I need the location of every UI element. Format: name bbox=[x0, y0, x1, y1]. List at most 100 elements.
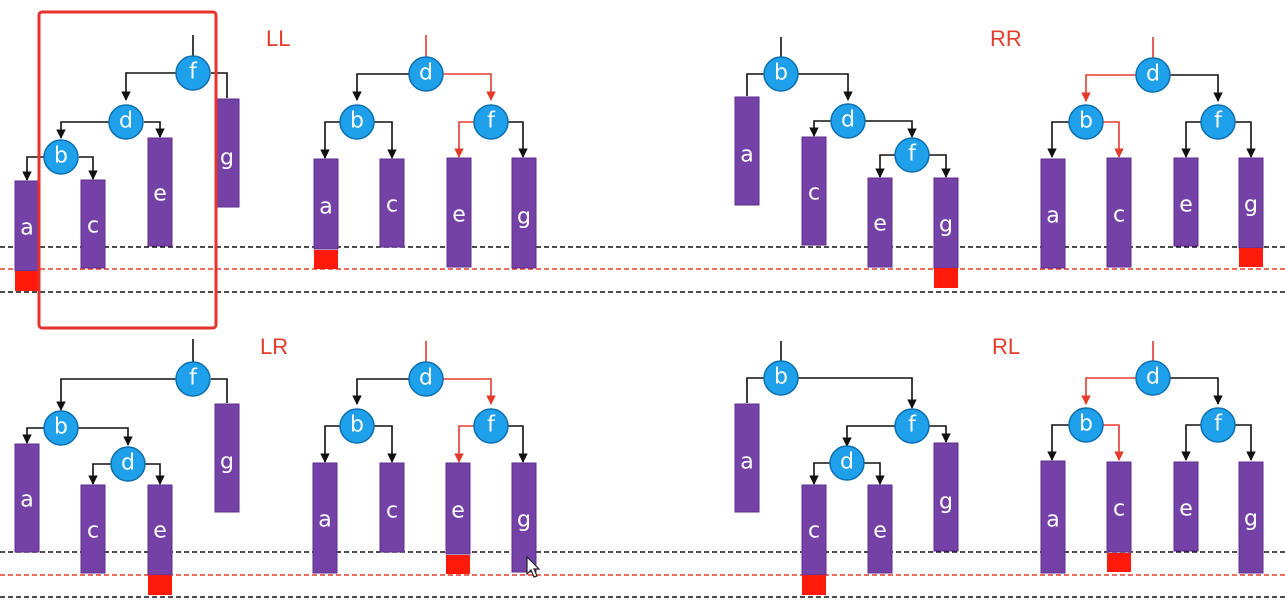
subtree-a-label: a bbox=[740, 450, 753, 475]
subtree-c-label: c bbox=[808, 519, 820, 544]
node-b-label: b bbox=[350, 413, 364, 438]
tree-edge bbox=[374, 121, 397, 159]
tree-edge bbox=[144, 121, 165, 138]
subtree-g-label: g bbox=[939, 213, 953, 238]
node-f bbox=[894, 137, 930, 173]
subtree-c-label: c bbox=[386, 499, 398, 524]
node-d-label: d bbox=[841, 108, 855, 133]
height-marker bbox=[1239, 248, 1263, 267]
subtree-e bbox=[1173, 157, 1199, 247]
node-f-label: f bbox=[908, 142, 917, 167]
rotated-edge bbox=[443, 378, 496, 405]
rl-before-tree: a c e g b f d bbox=[734, 341, 959, 595]
node-b bbox=[339, 104, 375, 140]
subtree-g-label: g bbox=[1244, 507, 1258, 532]
ll-before-tree: a c e g f d b bbox=[14, 35, 240, 291]
subtree-g bbox=[511, 157, 537, 269]
subtree-a-label: a bbox=[319, 195, 332, 220]
subtree-c-label: c bbox=[87, 519, 99, 544]
height-marker bbox=[1107, 553, 1131, 572]
subtree-e bbox=[1173, 461, 1199, 552]
subtree-e-label: e bbox=[873, 519, 887, 544]
node-b-label: b bbox=[54, 144, 68, 169]
subtree-a bbox=[1040, 460, 1066, 574]
height-marker bbox=[934, 268, 958, 288]
subtree-c bbox=[1106, 157, 1132, 268]
tree-edge bbox=[352, 73, 409, 101]
node-b-label: b bbox=[774, 365, 788, 390]
node-d-label: d bbox=[1146, 62, 1160, 87]
subtree-c-label: c bbox=[386, 193, 398, 218]
subtree-e bbox=[445, 462, 471, 555]
tree-edge bbox=[211, 378, 228, 403]
tree-edge bbox=[809, 120, 831, 137]
subtree-a bbox=[14, 443, 40, 553]
tree-edge bbox=[1170, 377, 1223, 405]
node-b-label: b bbox=[350, 109, 364, 134]
subtree-c bbox=[379, 158, 405, 248]
subtree-c-label: c bbox=[808, 181, 820, 206]
node-b bbox=[763, 360, 799, 396]
subtree-a-label: a bbox=[318, 508, 331, 533]
node-f bbox=[175, 55, 211, 91]
tree-edge bbox=[508, 121, 528, 158]
subtree-c bbox=[80, 179, 106, 269]
subtree-g-label: g bbox=[939, 490, 953, 515]
rr-after-tree: a c e g d b f bbox=[1040, 37, 1264, 269]
subtree-g bbox=[214, 403, 240, 513]
subtree-c bbox=[379, 462, 405, 553]
subtree-e-label: e bbox=[153, 519, 167, 544]
node-b-label: b bbox=[54, 415, 68, 440]
subtree-c bbox=[801, 136, 827, 246]
tree-edge bbox=[929, 154, 951, 178]
node-f-label: f bbox=[189, 366, 198, 391]
height-marker bbox=[148, 575, 172, 595]
case-label-rr: RR bbox=[990, 26, 1022, 51]
node-b-label: b bbox=[1079, 109, 1093, 134]
tree-edge bbox=[1235, 424, 1256, 461]
subtree-g-label: g bbox=[220, 450, 234, 475]
node-f-label: f bbox=[908, 413, 917, 438]
subtree-e-label: e bbox=[1179, 193, 1193, 218]
subtree-a bbox=[734, 403, 760, 513]
subtree-g bbox=[1238, 461, 1264, 574]
subtree-c bbox=[1106, 461, 1132, 553]
subtree-e bbox=[147, 137, 173, 247]
subtree-a bbox=[313, 158, 339, 250]
node-d-label: d bbox=[419, 366, 433, 391]
tree-edge bbox=[352, 378, 409, 405]
node-b-label: b bbox=[774, 61, 788, 86]
tree-edge bbox=[1170, 74, 1223, 102]
lr-before-tree: a c e g f b d bbox=[14, 339, 240, 595]
node-b bbox=[43, 139, 79, 175]
rotated-edge bbox=[443, 73, 496, 101]
subtree-c-label: c bbox=[87, 214, 99, 239]
subtree-g bbox=[214, 98, 240, 208]
node-f bbox=[473, 104, 509, 140]
tree-edge bbox=[865, 120, 917, 138]
subtree-c bbox=[801, 484, 827, 576]
mouse-pointer-icon bbox=[526, 555, 541, 578]
subtree-e bbox=[867, 484, 893, 574]
tree-edge bbox=[875, 154, 895, 178]
subtree-e bbox=[147, 484, 173, 576]
subtree-g-label: g bbox=[220, 146, 234, 171]
tree-edge bbox=[1047, 121, 1069, 158]
node-f-label: f bbox=[1214, 412, 1223, 437]
node-f bbox=[1200, 104, 1236, 140]
subtree-g bbox=[1238, 157, 1264, 249]
rotated-edge bbox=[1081, 74, 1136, 102]
node-f-label: f bbox=[487, 109, 496, 134]
tree-edge bbox=[842, 425, 895, 447]
subtree-g bbox=[511, 462, 537, 573]
height-guides-top bbox=[0, 246, 1285, 293]
node-f-label: f bbox=[1214, 109, 1223, 134]
subtree-e-label: e bbox=[1179, 497, 1193, 522]
case-label-rl: RL bbox=[992, 334, 1020, 359]
node-d-label: d bbox=[419, 61, 433, 86]
node-d bbox=[108, 104, 144, 140]
rotated-edge bbox=[1103, 424, 1124, 461]
subtree-e bbox=[446, 157, 472, 268]
node-f bbox=[175, 361, 211, 397]
node-f bbox=[1200, 407, 1236, 443]
